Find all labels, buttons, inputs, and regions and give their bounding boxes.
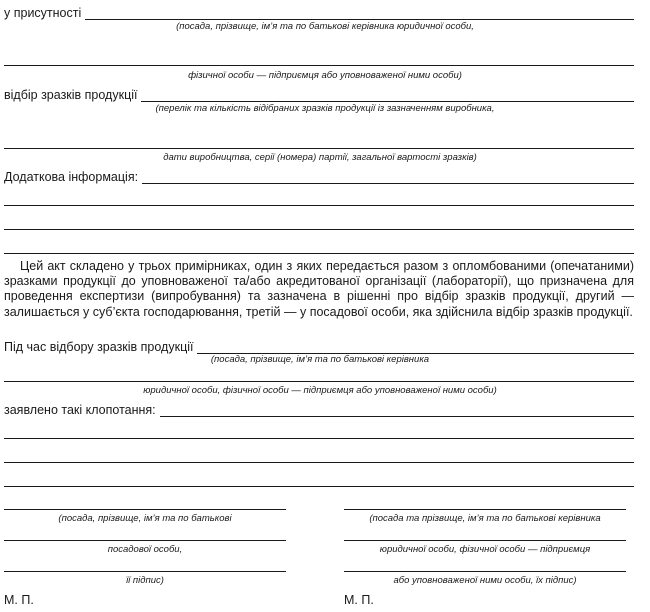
additional-row: Додаткова інформація: (4, 170, 634, 184)
stamp-left-label: М. П. (4, 593, 34, 607)
signature-left-line-3[interactable] (4, 571, 286, 572)
sampling-line[interactable] (141, 90, 634, 102)
sampling-line-2[interactable] (4, 148, 634, 149)
additional-label: Додаткова інформація: (4, 170, 139, 184)
petitions-label: заявлено такі клопотання: (4, 403, 156, 417)
caption-sampling-2: дати виробництва, серії (номера) партії,… (163, 152, 477, 163)
caption-during-2: юридичної особи, фізичної особи — підпри… (143, 385, 497, 396)
presence-line[interactable] (85, 8, 634, 20)
presence-label: у присутності (4, 6, 82, 20)
signature-left-line-2[interactable] (4, 540, 286, 541)
caption-presence-1: (посада, прізвище, ім’я та по батькові к… (176, 21, 474, 32)
presence-line-2[interactable] (4, 65, 634, 66)
signature-right-caption-2: юридичної особи, фізичної особи — підпри… (379, 544, 591, 555)
additional-line-4[interactable] (4, 253, 634, 254)
sampling-row: відбір зразків продукції (4, 88, 634, 102)
caption-during-1: (посада, прізвище, ім’я та по батькові к… (210, 354, 430, 365)
additional-line[interactable] (142, 172, 634, 184)
petitions-line[interactable] (159, 405, 634, 417)
presence-row: у присутності (4, 6, 634, 20)
stamp-right-label: М. П. (344, 593, 374, 607)
during-label: Під час відбору зразків продукції (4, 340, 194, 354)
act-paragraph-text: Цей акт складено у трьох примірниках, од… (4, 259, 634, 319)
act-paragraph: Цей акт складено у трьох примірниках, од… (4, 259, 634, 320)
signature-left-caption-2: посадової особи, (107, 544, 183, 555)
signature-left-line-1[interactable] (4, 509, 286, 510)
during-line[interactable] (197, 342, 634, 354)
petitions-line-4[interactable] (4, 486, 634, 487)
petitions-line-2[interactable] (4, 438, 634, 439)
additional-line-3[interactable] (4, 229, 634, 230)
caption-presence-2: фізичної особи — підприємця або уповнова… (188, 70, 462, 81)
signature-left-caption-3: її підпис) (126, 575, 164, 586)
during-line-2[interactable] (4, 381, 634, 382)
petitions-line-3[interactable] (4, 462, 634, 463)
signature-left-caption-1: (посада, прізвище, ім’я та по батькові (58, 513, 232, 524)
caption-sampling-1: (перелік та кількість відібраних зразків… (155, 103, 495, 114)
signature-right-line-1[interactable] (344, 509, 626, 510)
additional-line-2[interactable] (4, 205, 634, 206)
signature-right-caption-1: (посада та прізвище, ім’я та по батькові… (369, 513, 601, 524)
petitions-row: заявлено такі клопотання: (4, 403, 634, 417)
signature-right-line-2[interactable] (344, 540, 626, 541)
signature-right-line-3[interactable] (344, 571, 626, 572)
during-row: Під час відбору зразків продукції (4, 340, 634, 354)
sampling-label: відбір зразків продукції (4, 88, 138, 102)
signature-right-caption-3: або уповноваженої ними особи, їх підпис) (393, 575, 577, 586)
